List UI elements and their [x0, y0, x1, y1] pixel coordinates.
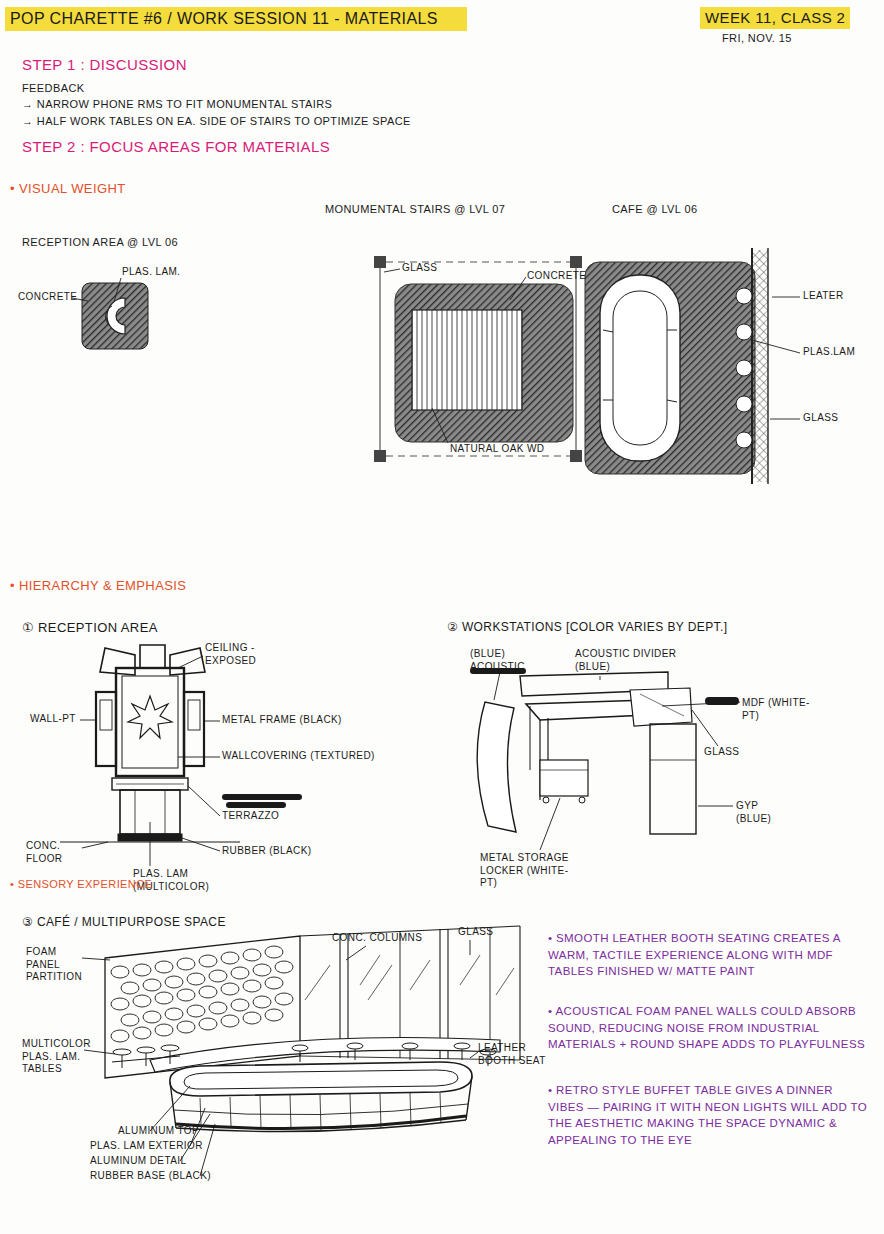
material-callout: MULTICOLOR PLAS. LAM. TABLES	[22, 1038, 92, 1076]
marker-highlight	[5, 7, 467, 31]
material-callout: CONCRETE	[18, 291, 77, 304]
section-heading: • HIERARCHY & EMPHASIS	[10, 578, 186, 594]
step-heading: STEP 1 : DISCUSSION	[22, 56, 187, 75]
material-callout: GLASS	[803, 412, 838, 425]
sketch-title: ① RECEPTION AREA	[22, 620, 158, 636]
material-callout: GLASS	[458, 926, 493, 939]
material-callout: CEILING - EXPOSED	[205, 642, 285, 667]
material-callout: METAL STORAGE LOCKER (WHITE-PT)	[480, 852, 576, 890]
material-callout: LEATER	[803, 290, 844, 303]
date-note: FRI, NOV. 15	[722, 32, 792, 46]
note-heading: FEEDBACK	[22, 82, 85, 96]
material-callout: MDF (WHITE-PT)	[742, 697, 814, 722]
sensory-note: • SMOOTH LEATHER BOOTH SEATING CREATES A…	[548, 930, 868, 980]
material-callout: CONC. FLOOR	[26, 840, 76, 865]
sensory-note: • ACOUSTICAL FOAM PANEL WALLS COULD ABSO…	[548, 1003, 868, 1053]
sketch-title: ③ CAFÉ / MULTIPURPOSE SPACE	[22, 915, 226, 930]
feedback-note: → HALF WORK TABLES ON EA. SIDE OF STAIRS…	[22, 115, 411, 129]
section-heading: • SENSORY EXPERIENCE	[10, 878, 152, 892]
cafe-perspective	[82, 926, 520, 1176]
reception-plan	[72, 278, 148, 349]
stairs-plan	[374, 256, 582, 462]
page-title: POP CHARETTE #6 / WORK SESSION 11 - MATE…	[10, 9, 438, 30]
material-callout: PLAS.LAM	[803, 346, 855, 359]
material-callout: TERRAZZO	[222, 810, 279, 823]
material-callout: LEATHER BOOTH SEAT	[478, 1042, 548, 1067]
material-callout: NATURAL OAK WD	[450, 443, 545, 456]
material-callout: ACOUSTIC DIVIDER (BLUE)	[575, 648, 685, 673]
section-heading: • VISUAL WEIGHT	[10, 181, 126, 197]
sensory-note: • RETRO STYLE BUFFET TABLE GIVES A DINNE…	[548, 1082, 868, 1149]
week-heading: WEEK 11, CLASS 2	[705, 9, 845, 28]
material-callout: (BLUE) ACOUSTIC	[470, 648, 530, 673]
workstation-sketch	[470, 668, 740, 850]
material-callout: FOAM PANEL PARTITION	[26, 946, 88, 984]
material-callout: PLAS. LAM.	[122, 266, 180, 279]
material-callout: RUBBER (BLACK)	[222, 845, 312, 858]
feedback-note: → NARROW PHONE RMS TO FIT MONUMENTAL STA…	[22, 98, 332, 112]
material-callout: ALUMINUM DETAIL	[90, 1155, 186, 1168]
sketch-title: MONUMENTAL STAIRS @ LVL 07	[325, 203, 505, 217]
material-callout: WALL-PT	[30, 713, 76, 726]
marker-highlight	[700, 7, 850, 29]
material-callout: ALUMINUM TOP	[118, 1125, 199, 1138]
sketch-title: CAFE @ LVL 06	[612, 203, 697, 217]
material-callout: GLASS	[402, 262, 437, 275]
step-heading: STEP 2 : FOCUS AREAS FOR MATERIALS	[22, 138, 330, 157]
material-callout: METAL FRAME (BLACK)	[222, 714, 342, 727]
material-callout: RUBBER BASE (BLACK)	[90, 1170, 211, 1183]
sketch-title: RECEPTION AREA @ LVL 06	[22, 236, 178, 250]
cafe-plan	[585, 248, 800, 484]
material-callout: CONCRETE	[527, 270, 586, 283]
sketch-title: ② WORKSTATIONS [COLOR VARIES BY DEPT.]	[447, 620, 727, 635]
material-callout: CONC. COLUMNS	[332, 932, 422, 945]
material-callout: PLAS. LAM EXTERIOR	[90, 1140, 203, 1153]
material-callout: GLASS	[704, 746, 739, 759]
material-callout: WALLCOVERING (TEXTURED)	[222, 750, 375, 763]
material-callout: GYP (BLUE)	[736, 800, 782, 825]
